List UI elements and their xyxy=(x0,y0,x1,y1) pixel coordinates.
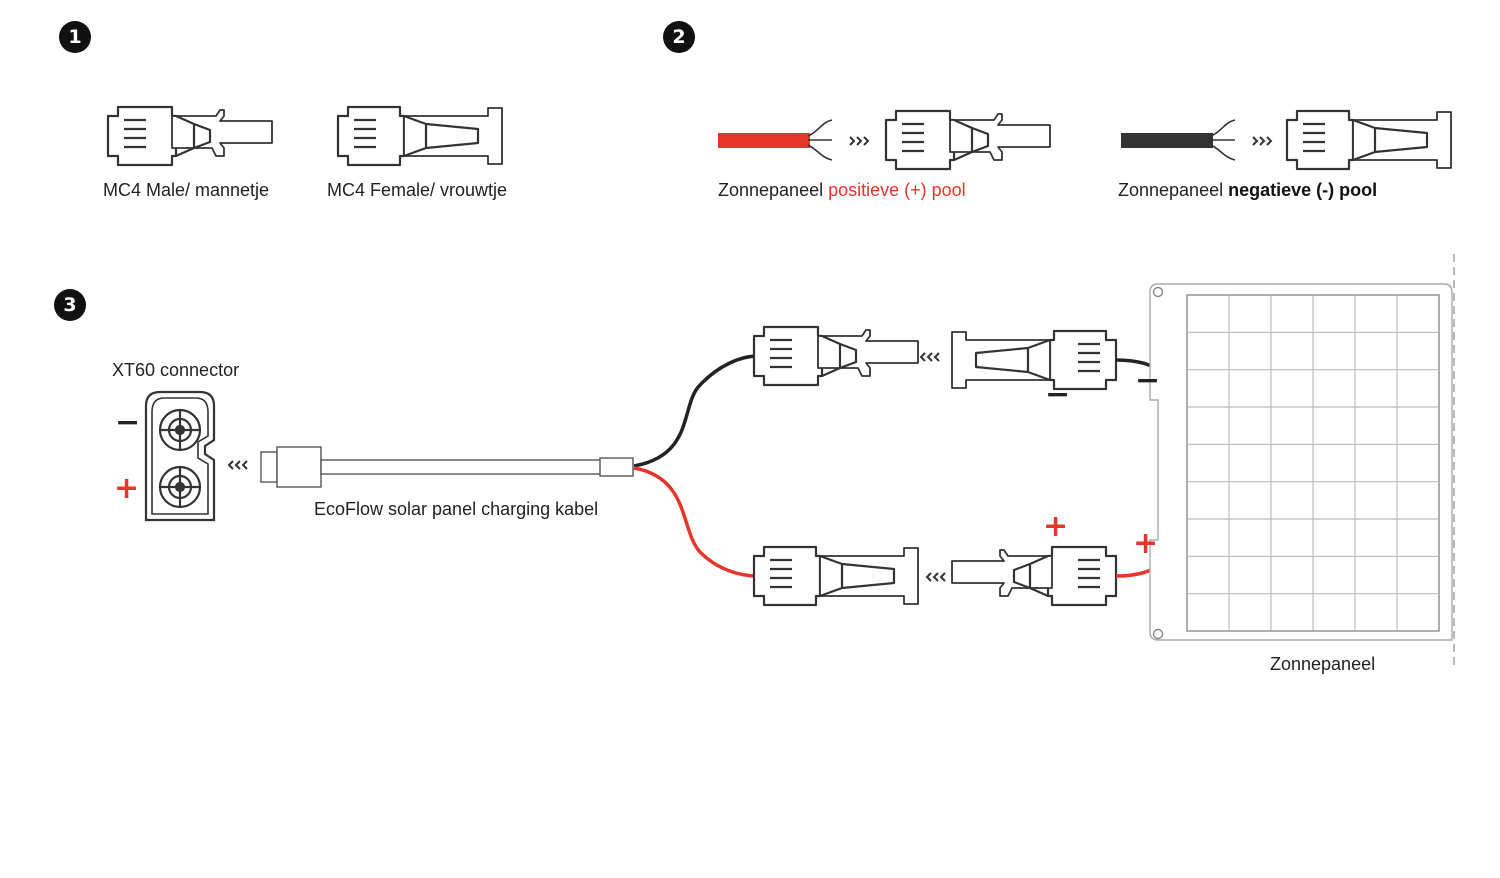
negative-pole-label: Zonnepaneel negatieve (-) pool xyxy=(1118,181,1377,199)
mc4-female-icon xyxy=(336,105,504,167)
xt60-minus-sign: − xyxy=(115,405,141,440)
mc4-male-icon xyxy=(106,105,274,167)
lead-minus-sign: − xyxy=(1135,363,1161,398)
xt60-plus-sign: + xyxy=(114,471,140,506)
step-2-badge: 2 xyxy=(663,21,695,53)
mc4-female-icon xyxy=(752,545,920,607)
arrow-chevrons-icon xyxy=(228,460,248,470)
arrow-chevrons-icon xyxy=(926,572,946,582)
step-1-badge: 1 xyxy=(59,21,91,53)
male-plus-sign: + xyxy=(1043,509,1069,544)
mc4-female-icon xyxy=(1285,109,1453,171)
positive-wire-icon xyxy=(718,119,833,161)
negative-wire-icon xyxy=(1121,119,1236,161)
female-minus-sign: − xyxy=(1045,377,1071,412)
panel-label: Zonnepaneel xyxy=(1270,654,1376,674)
lead-plus-sign: + xyxy=(1133,526,1159,561)
mc4-female-icon xyxy=(950,329,1118,391)
arrow-chevrons-icon xyxy=(920,352,940,362)
mc4-male-icon xyxy=(752,325,920,387)
charging-cable-icon xyxy=(260,446,634,488)
negative-pole-highlight: negatieve (-) pool xyxy=(1228,180,1378,200)
xt60-label: XT60 connector xyxy=(112,360,240,380)
xt60-icon xyxy=(144,390,216,522)
positive-pole-highlight: positieve (+) pool xyxy=(828,180,966,200)
positive-pole-prefix: Zonnepaneel xyxy=(718,180,829,200)
negative-pole-prefix: Zonnepaneel xyxy=(1118,180,1229,200)
negative-wire xyxy=(633,354,759,468)
arrow-chevrons-icon xyxy=(849,136,869,146)
positive-wire xyxy=(633,466,759,578)
mc4-male-icon xyxy=(950,545,1118,607)
step-3-badge: 3 xyxy=(54,289,86,321)
positive-pole-label: Zonnepaneel positieve (+) pool xyxy=(718,181,966,199)
mc4-male-icon xyxy=(884,109,1052,171)
cable-label: EcoFlow solar panel charging kabel xyxy=(314,499,599,519)
arrow-chevrons-icon xyxy=(1252,136,1272,146)
solar-panel-icon xyxy=(1149,254,1455,668)
mc4-male-label: MC4 Male/ mannetje xyxy=(103,180,270,200)
mc4-female-label: MC4 Female/ vrouwtje xyxy=(327,180,508,200)
